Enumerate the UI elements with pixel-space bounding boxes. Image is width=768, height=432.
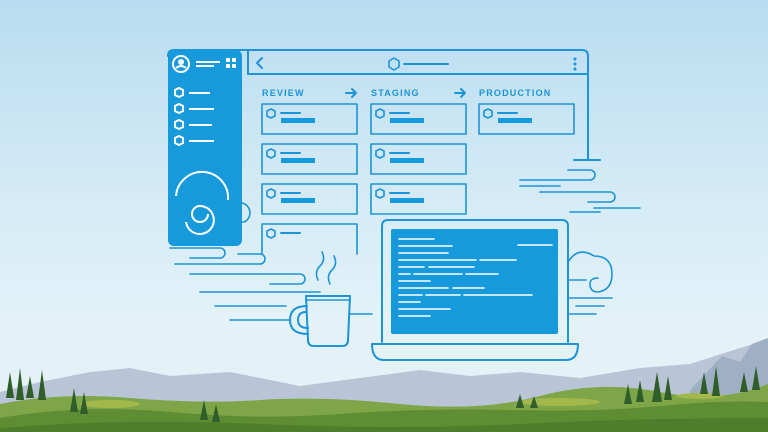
- column-label-staging: STAGING: [371, 88, 420, 98]
- hexagon-icon: [375, 108, 385, 119]
- tree: [530, 396, 538, 408]
- meadow-patch: [520, 398, 600, 406]
- tree: [26, 376, 34, 398]
- hexagon-icon: [174, 86, 184, 99]
- tree: [740, 372, 748, 392]
- chevron-left-icon[interactable]: [256, 57, 263, 69]
- laptop: [371, 219, 579, 361]
- tree: [712, 366, 720, 396]
- tree: [652, 372, 662, 402]
- hexagon-icon: [266, 108, 276, 119]
- review-column: [261, 103, 358, 255]
- column-label-production: PRODUCTION: [479, 88, 552, 98]
- wind-line: [174, 253, 266, 265]
- landscape: [0, 338, 768, 432]
- foreground-hill: [0, 418, 768, 432]
- more-vertical-icon[interactable]: [573, 57, 577, 71]
- window-title: [388, 57, 449, 71]
- card-status-bar: [390, 118, 424, 123]
- code-lines: [398, 238, 553, 317]
- mug-body: [305, 295, 351, 347]
- sidebar-nav: [174, 86, 230, 235]
- hexagon-icon: [375, 148, 385, 159]
- wind-line: [169, 247, 226, 259]
- card-status-bar: [390, 158, 424, 163]
- hexagon-icon: [483, 108, 493, 119]
- wind-line: [519, 169, 596, 181]
- arrow-right-icon: [345, 88, 357, 98]
- pipeline-card[interactable]: [370, 183, 467, 215]
- tree: [70, 388, 78, 412]
- tree: [700, 372, 708, 394]
- pipeline-card[interactable]: [261, 103, 358, 135]
- coffee-mug: [289, 251, 373, 347]
- pipeline-card[interactable]: [370, 143, 467, 175]
- production-column: [478, 103, 575, 135]
- card-status-bar: [281, 158, 315, 163]
- hexagon-icon: [266, 148, 276, 159]
- arrow-right-icon: [454, 88, 466, 98]
- hexagon-icon: [174, 118, 184, 131]
- pipeline-card[interactable]: [261, 183, 358, 215]
- hexagon-icon: [174, 102, 184, 115]
- card-status-bar: [281, 198, 315, 203]
- pipeline-window: REVIEW STAGING PRODUCTION: [167, 49, 601, 255]
- cloud-swirl: [567, 251, 613, 293]
- mug-handle: [289, 305, 309, 335]
- tree: [752, 366, 760, 390]
- tree: [636, 380, 644, 402]
- laptop-screen[interactable]: [391, 229, 558, 334]
- meadow-patch: [676, 393, 724, 399]
- window-frame: [167, 49, 601, 161]
- tree: [200, 400, 208, 420]
- trees: [6, 366, 760, 422]
- sidebar: [168, 50, 242, 246]
- sidebar-item[interactable]: [174, 102, 214, 115]
- tree: [16, 368, 24, 400]
- laptop-base: [371, 343, 579, 361]
- pipeline-card[interactable]: [261, 223, 358, 255]
- avatar-head: [178, 59, 184, 65]
- pipeline-card[interactable]: [478, 103, 575, 135]
- card-status-bar: [498, 118, 532, 123]
- sidebar-item[interactable]: [174, 118, 212, 131]
- sidebar-title-line: [196, 61, 220, 67]
- avatar-body: [175, 65, 187, 69]
- tree: [664, 376, 672, 400]
- sidebar-item[interactable]: [174, 86, 210, 99]
- card-status-bar: [281, 118, 315, 123]
- tree: [624, 384, 632, 404]
- meadow-patch: [80, 400, 140, 408]
- staging-column: [370, 103, 467, 215]
- tree: [516, 394, 524, 408]
- hexagon-icon: [266, 188, 276, 199]
- hexagon-icon: [266, 228, 276, 239]
- hexagon-icon: [375, 188, 385, 199]
- steam: [315, 251, 337, 285]
- hexagon-icon: [388, 57, 400, 71]
- tree: [212, 404, 220, 422]
- pipeline-card[interactable]: [370, 103, 467, 135]
- hexagon-icon: [174, 134, 184, 147]
- tree: [6, 372, 14, 398]
- sidebar-item[interactable]: [174, 134, 214, 147]
- card-status-bar: [390, 198, 424, 203]
- wind-line: [189, 273, 306, 285]
- tree: [38, 370, 46, 400]
- column-label-review: REVIEW: [262, 88, 305, 98]
- app-grid-icon[interactable]: [226, 58, 236, 68]
- tree: [80, 392, 88, 414]
- pipeline-card[interactable]: [261, 143, 358, 175]
- laptop-lid: [381, 219, 569, 343]
- sidebar-header: [172, 55, 236, 73]
- avatar-icon[interactable]: [172, 55, 190, 73]
- swirl-icon: [175, 171, 230, 235]
- wind-line: [539, 191, 616, 203]
